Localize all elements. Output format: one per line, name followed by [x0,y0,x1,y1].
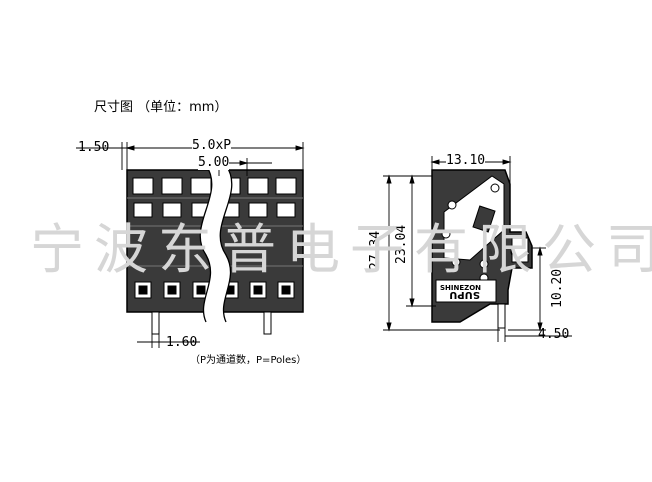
pin-right [263,311,272,335]
pin-left [151,311,160,335]
brand-plate [435,279,497,303]
dim-pitch: 5.00 [198,155,230,170]
dim-pin-offset: 4.50 [538,327,570,342]
lever-face [443,175,505,261]
side-dimensions [383,156,572,342]
watermark-text: 宁波东普电子有限公司 [30,218,652,281]
wire-entries [132,177,297,195]
front-view [126,164,304,335]
lever-slot [472,205,496,233]
side-pin [497,303,506,329]
test-point-cores [138,285,291,295]
brand-sub: SHINEZON [440,284,481,292]
break-line-right [219,164,233,323]
dim-left-offset: 1.50 [78,140,110,155]
side-view: SHINEZON SUPU [431,169,533,329]
poles-note: （P为通道数，P=Poles） [190,355,307,366]
brand-mark: SUPU [449,289,480,300]
dim-top-width: 13.10 [446,153,486,168]
break-line-left [199,164,213,323]
drawing-title: 尺寸图 （单位：mm） [94,100,228,115]
dim-overall-width: 5.0xP [192,138,232,153]
clamp-window [511,237,529,263]
dim-pin-width: 1.60 [166,335,198,350]
